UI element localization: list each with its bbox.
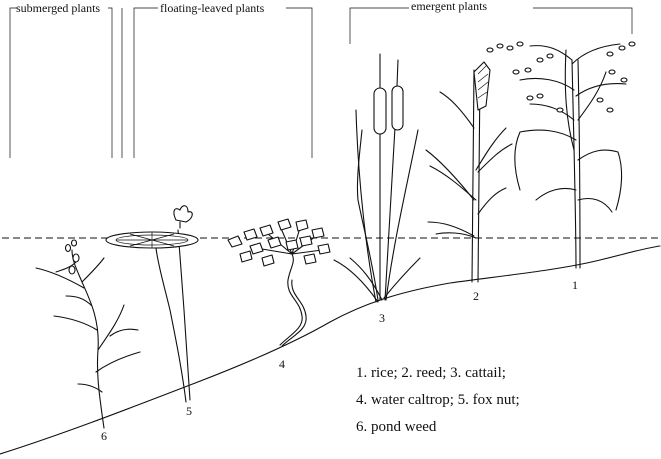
emergent-bracket	[349, 1, 633, 44]
ground-slope	[0, 245, 661, 455]
legend-line-3: 6. pond weed	[356, 419, 437, 435]
label-2: 2	[473, 289, 479, 303]
legend-line-2: 4. water caltrop; 5. fox nut;	[356, 392, 520, 408]
rice-plant	[486, 41, 636, 269]
label-4: 4	[279, 357, 285, 371]
label-1: 1	[572, 278, 578, 292]
emergent-label: emergent plants	[411, 0, 487, 13]
floating-label: floating-leaved plants	[160, 1, 265, 15]
label-3: 3	[379, 311, 385, 325]
legend-line-1: 1. rice; 2. reed; 3. cattail;	[356, 365, 506, 381]
reed-plant	[425, 61, 513, 283]
pond-weed-plant	[35, 239, 141, 429]
label-5: 5	[186, 404, 192, 418]
fox-nut-plant	[105, 205, 199, 403]
water-caltrop-plant	[227, 218, 331, 347]
submerged-label: submerged plants	[16, 1, 100, 15]
label-6: 6	[101, 429, 107, 443]
legend: 1. rice; 2. reed; 3. cattail; 4. water c…	[356, 360, 656, 441]
submerged-bracket	[9, 2, 123, 158]
floating-bracket	[133, 2, 313, 158]
cattail-plant	[333, 53, 421, 303]
